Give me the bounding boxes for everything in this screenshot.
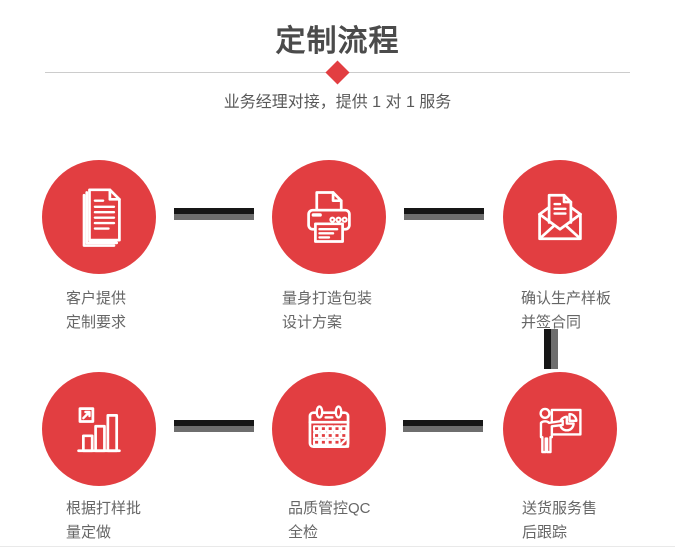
step-label-line: 量身打造包装 — [282, 290, 373, 307]
connector-step4-step5 — [174, 420, 254, 432]
connector-step2-step3 — [404, 208, 484, 220]
step-label-line: 根据打样批 — [66, 500, 142, 517]
step-circle-customer-requirements — [42, 160, 156, 274]
step-circle-delivery-tracking — [503, 372, 617, 486]
step-label-line: 定制要求 — [66, 314, 127, 331]
page-title: 定制流程 — [275, 25, 400, 58]
step-label-line: 确认生产样板 — [521, 290, 612, 307]
documents-icon — [82, 188, 121, 247]
step-label-batch-production: 根据打样批 量定做 — [66, 497, 141, 545]
presentation-icon — [539, 407, 582, 454]
envelope-icon — [538, 193, 582, 241]
step-circle-packaging-design — [272, 160, 386, 274]
step-label-packaging-design: 量身打造包装 设计方案 — [282, 287, 372, 335]
step-circle-quality-control — [272, 372, 386, 486]
step-label-line: 设计方案 — [282, 314, 343, 331]
section-subtitle: 业务经理对接，提供 1 对 1 服务 — [223, 94, 452, 111]
calendar-icon — [308, 405, 350, 449]
step-circle-sample-contract — [503, 160, 617, 274]
diamond-icon — [325, 60, 350, 85]
step-label-line: 量定做 — [66, 524, 112, 541]
connector-step3-step6 — [544, 329, 558, 369]
step-label-delivery-tracking: 送货服务售 后跟踪 — [522, 497, 597, 545]
printer-icon — [307, 191, 351, 243]
step-label-line: 并签合同 — [521, 314, 582, 331]
step-label-line: 客户提供 — [66, 290, 127, 307]
step-label-line: 品质管控QC — [288, 500, 371, 517]
bottom-divider — [0, 546, 675, 547]
bar-chart-icon — [77, 407, 121, 453]
step-label-quality-control: 品质管控QC 全检 — [288, 497, 371, 545]
step-label-line: 后跟踪 — [522, 524, 568, 541]
step-circle-batch-production — [42, 372, 156, 486]
step-label-sample-contract: 确认生产样板 并签合同 — [521, 287, 611, 335]
connector-step1-step2 — [174, 208, 254, 220]
connector-step5-step6 — [403, 420, 483, 432]
step-label-customer-requirements: 客户提供 定制要求 — [66, 287, 126, 335]
step-label-line: 送货服务售 — [522, 500, 598, 517]
step-label-line: 全检 — [288, 524, 319, 541]
